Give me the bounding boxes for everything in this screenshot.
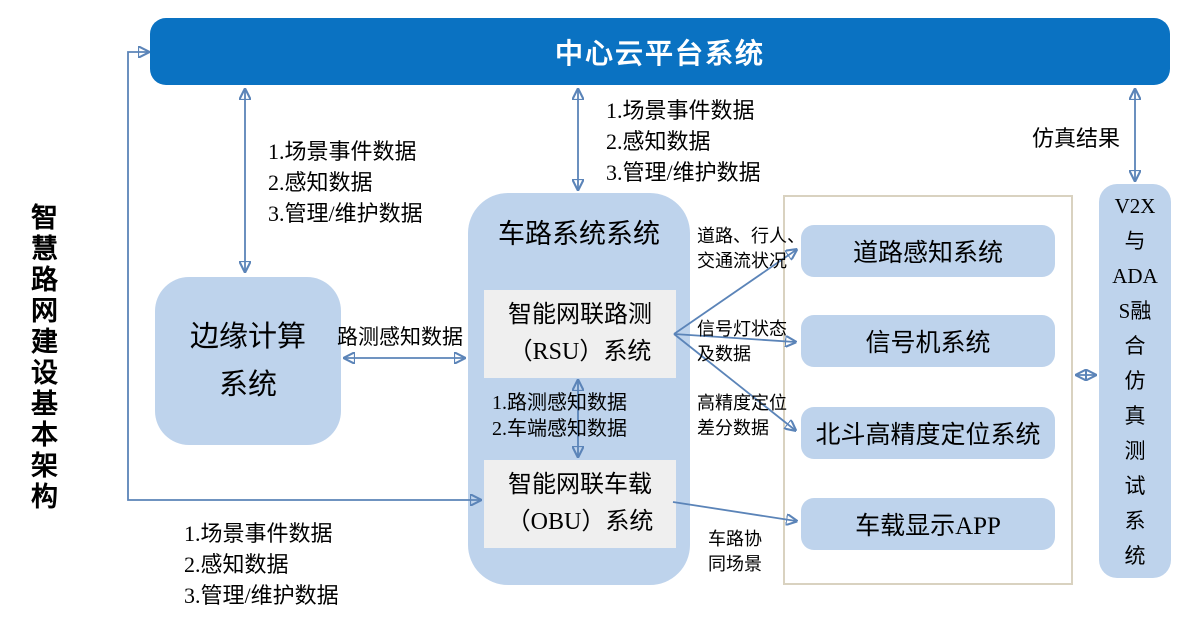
scene-data-list-top-middle: 1.场景事件数据 2.感知数据 3.管理/维护数据 — [606, 98, 761, 185]
vehicle-road-system-title: 车路系统系统 — [498, 219, 660, 249]
road-pedestrian-traffic-label: 道路、行人、 交通流状况 — [697, 226, 805, 271]
rsu-system-label: 智能网联路测 （RSU）系统 — [508, 302, 652, 365]
rsu-system-box: 智能网联路测 （RSU）系统 — [484, 290, 676, 378]
arrow-obu-display-app — [672, 501, 796, 521]
cloud-platform-box: 中心云平台系统 — [150, 18, 1170, 85]
obu-system-label: 智能网联车载 （OBU）系统 — [506, 472, 654, 535]
rsu-obu-exchange-list: 1.路测感知数据 2.车端感知数据 — [492, 392, 627, 440]
edge-computing-label: 边缘计算 系统 — [189, 321, 306, 401]
scene-data-list-top-left: 1.场景事件数据 2.感知数据 3.管理/维护数据 — [268, 139, 423, 226]
high-precision-positioning-label: 高精度定位 差分数据 — [697, 393, 787, 438]
obu-system-box: 智能网联车载 （OBU）系统 — [484, 460, 676, 548]
beidou-positioning-system-label: 北斗高精度定位系统 — [815, 422, 1041, 449]
road-sensing-system-label: 道路感知系统 — [852, 240, 1003, 267]
signal-light-status-label: 信号灯状态 及数据 — [697, 319, 787, 364]
vehicle-display-app-box: 车载显示APP — [801, 498, 1055, 550]
diagram-side-title: 智慧路网建设基本架构 — [27, 203, 57, 513]
vehicle-road-scene-label: 车路协 同场景 — [708, 529, 762, 574]
roadside-sensing-data-label: 路测感知数据 — [337, 325, 463, 349]
road-sensing-system-box: 道路感知系统 — [801, 225, 1055, 277]
v2x-adas-simulation-box: V2X 与 ADA S融 合 仿 真 测 试 系 统 — [1099, 184, 1171, 578]
vehicle-display-app-label: 车载显示APP — [855, 513, 1001, 540]
simulation-result-label: 仿真结果 — [1032, 126, 1121, 151]
signal-machine-system-box: 信号机系统 — [801, 315, 1055, 367]
signal-machine-system-label: 信号机系统 — [865, 330, 991, 357]
edge-computing-box: 边缘计算 系统 — [155, 277, 341, 445]
scene-data-list-bottom-left: 1.场景事件数据 2.感知数据 3.管理/维护数据 — [184, 521, 339, 608]
beidou-positioning-system-box: 北斗高精度定位系统 — [801, 407, 1055, 459]
v2x-adas-simulation-label: V2X 与 ADA S融 合 仿 真 测 试 系 统 — [1112, 193, 1158, 568]
cloud-platform-label: 中心云平台系统 — [554, 38, 765, 70]
